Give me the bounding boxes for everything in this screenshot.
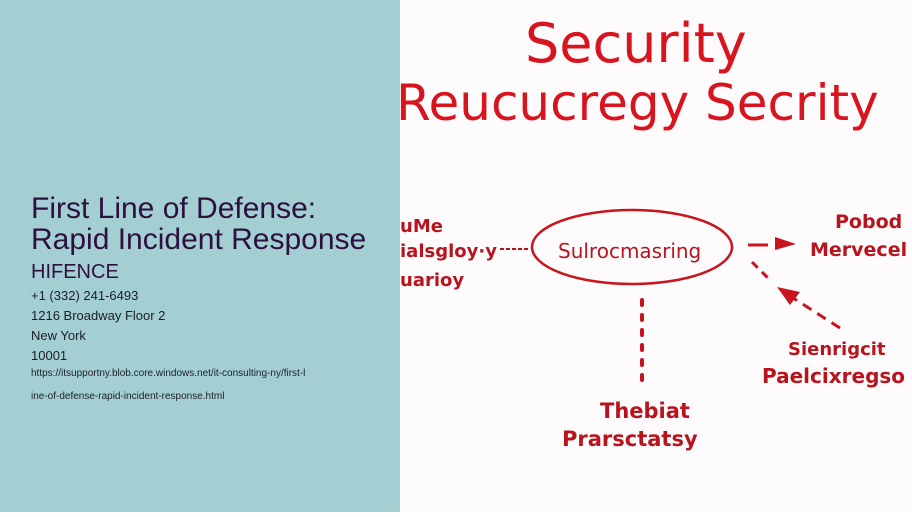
- city: New York: [31, 328, 86, 343]
- address: 1216 Broadway Floor 2: [31, 308, 166, 323]
- title-line-2: Rapid Incident Response: [31, 223, 367, 256]
- company-name: HIFENCE: [31, 261, 119, 283]
- url-line-1[interactable]: https://itsupportny.blob.core.windows.ne…: [31, 368, 306, 379]
- heading-1: Security: [525, 12, 747, 75]
- title-line-1: First Line of Defense:: [31, 192, 317, 225]
- center-label: Sulrocmasring: [558, 239, 701, 263]
- security-diagram-image: Security Reucucregy Secrity Sulrocmasrin…: [396, 0, 912, 512]
- diag-arrow-head: [777, 287, 800, 305]
- bottom-label-1: Thebiat: [600, 399, 690, 423]
- left-label-2: ialsgloy·y: [400, 241, 497, 262]
- bottom-label-2: Prarsctatsy: [562, 427, 698, 451]
- info-panel: First Line of Defense: Rapid Incident Re…: [0, 0, 400, 512]
- heading-2: Reucucregy Secrity: [400, 74, 879, 132]
- right-arrow-head: [775, 237, 796, 250]
- diag-arrow-shaft: [789, 294, 841, 330]
- phone: +1 (332) 241-6493: [31, 288, 139, 303]
- diag-connector: [750, 260, 770, 280]
- right-label-1: Pobod: [835, 211, 902, 233]
- bottom-right-label-2: Paelcixregso: [762, 364, 905, 388]
- zip: 10001: [31, 348, 68, 363]
- left-label-1: uMe: [400, 216, 443, 237]
- url-line-2[interactable]: ine-of-defense-rapid-incident-response.h…: [31, 391, 225, 402]
- page-title: First Line of Defense: Rapid Incident Re…: [31, 193, 366, 255]
- center-ellipse: [530, 208, 734, 286]
- right-label-2: Mervecel: [810, 239, 907, 261]
- bottom-right-label-1: Sienrigcit: [788, 339, 886, 360]
- left-label-3: uarioy: [400, 270, 464, 291]
